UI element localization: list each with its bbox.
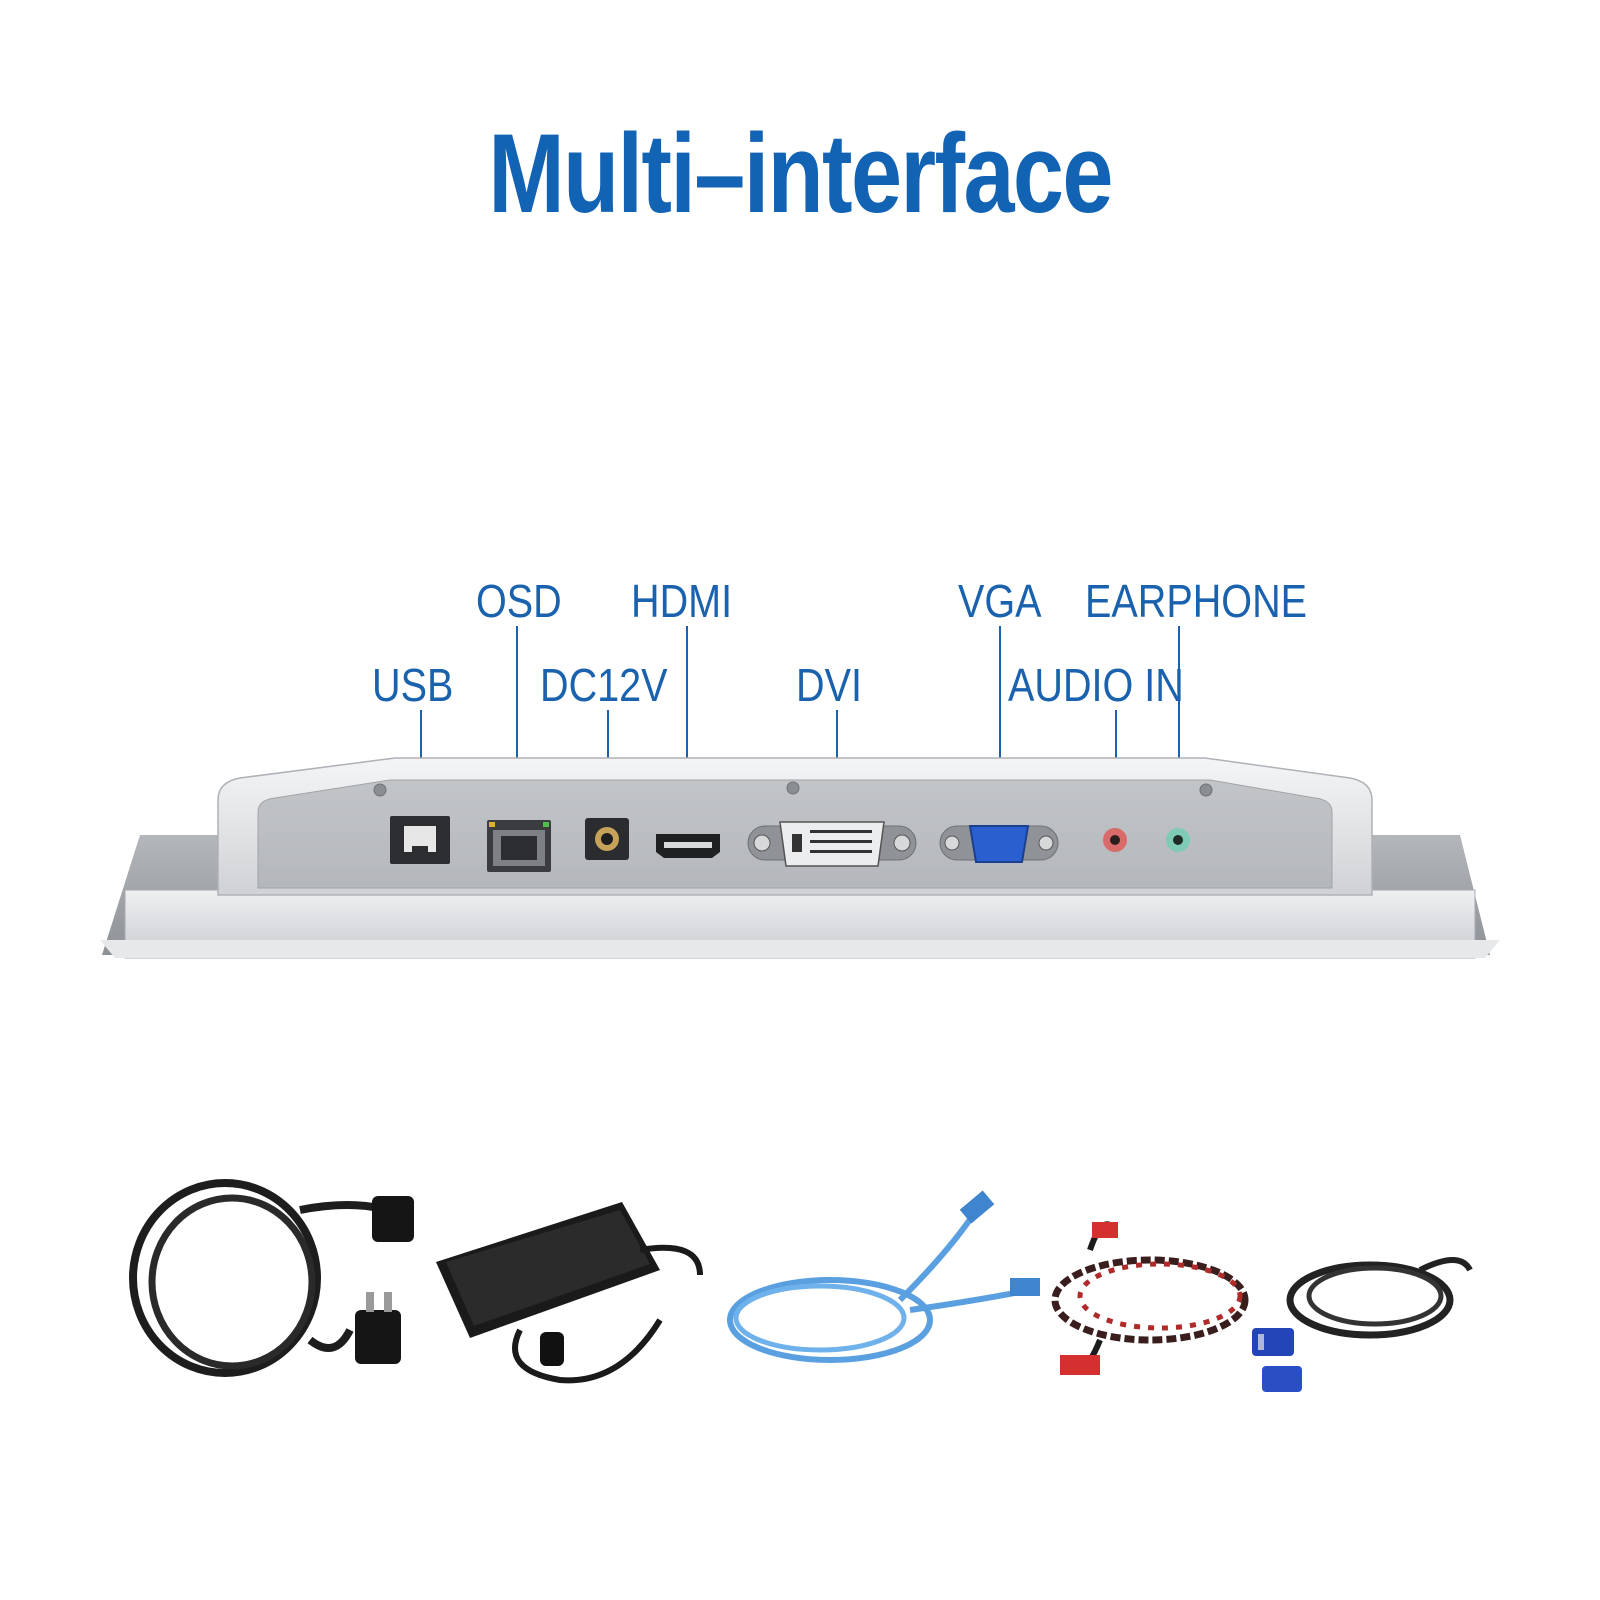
power-cord-icon [129,1179,414,1377]
audio-in-port-icon [1103,828,1127,852]
label-audio-in: AUDIO IN [1008,659,1184,711]
dc12v-port-icon [585,818,629,860]
leader-hdmi [686,626,688,834]
leader-vga [999,626,1001,836]
usb-port-icon [390,816,450,864]
label-earphone: EARPHONE [1085,575,1308,627]
hdmi-port-icon [656,834,720,858]
usb-cable-icon [727,1190,1040,1363]
power-adapter-icon [436,1202,703,1384]
leader-earphone [1178,626,1180,830]
osd-port-icon [487,820,551,872]
page-title: Multi–interface [488,111,1113,236]
vga-cable-icon [1252,1257,1473,1392]
label-osd: OSD [476,575,562,627]
label-vga: VGA [958,575,1042,627]
dvi-port-icon [747,821,917,867]
earphone-port-icon [1166,828,1190,852]
label-usb: USB [372,659,454,711]
vga-port-icon [939,825,1059,863]
label-dc12v: DC12V [540,659,668,711]
leader-osd [516,626,518,822]
label-hdmi: HDMI [631,575,733,627]
hdmi-cable-icon [1051,1221,1249,1375]
label-dvi: DVI [796,659,862,711]
